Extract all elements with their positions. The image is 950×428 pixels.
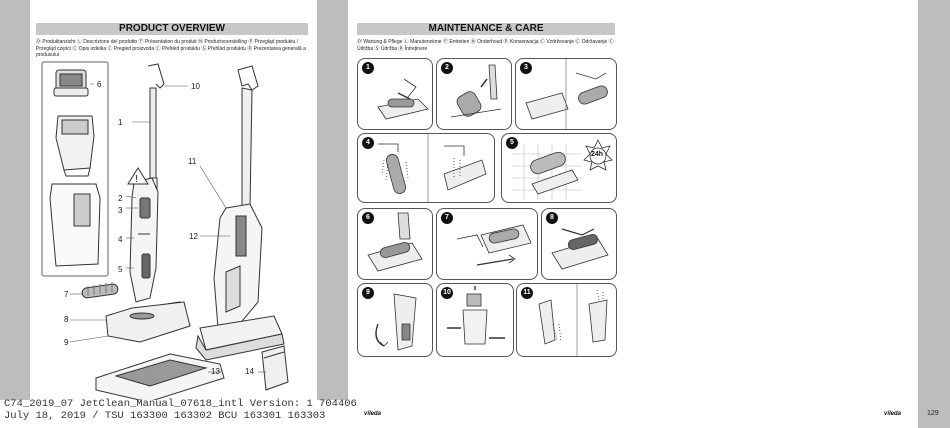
margin-left (0, 0, 30, 400)
step-10-panel: 10 (436, 283, 514, 357)
tank-body-part (49, 183, 101, 267)
margin-right (918, 0, 950, 428)
step-8-panel: 8 (541, 208, 617, 280)
step-3-panel: 3 (515, 58, 617, 130)
callout-6: 6 (97, 80, 102, 89)
print-footer: C74_2019_07 JetClean_Manual_07618_intl V… (4, 398, 357, 422)
page-number: 129 (927, 410, 939, 417)
brand-logo-right: vileda (884, 411, 902, 417)
step-number: 2 (441, 62, 453, 74)
callout-10: 10 (191, 82, 200, 91)
step-5-panel: 5 24h (501, 133, 617, 203)
step-2-panel: 2 (436, 58, 512, 130)
step-number: 3 (520, 62, 532, 74)
product-overview-title: PRODUCT OVERVIEW (36, 23, 308, 35)
callout-8: 8 (64, 315, 69, 324)
maintenance-care-languages: Ⓓ Wartung & Pflege Ⓛ Manutenzione Ⓕ Entr… (357, 39, 614, 52)
dirt-container-part (55, 115, 95, 177)
callout-7: 7 (64, 290, 69, 299)
warning-icon: ! (127, 167, 149, 185)
step-6-panel: 6 (357, 208, 433, 280)
margin-center (317, 0, 348, 400)
step-9-panel: 9 (357, 283, 433, 357)
maintenance-care-title: MAINTENANCE & CARE (357, 23, 615, 35)
footer-line-1: C74_2019_07 JetClean_Manual_07618_intl V… (4, 398, 357, 410)
footer-line-2: July 18, 2019 / TSU 163300 163302 BCU 16… (4, 410, 326, 422)
step-11-panel: 11 (516, 283, 617, 357)
step-number: 4 (362, 137, 374, 149)
step-number: 11 (521, 287, 533, 299)
roller-part (81, 282, 119, 299)
step-4-panel: 4 (357, 133, 495, 203)
filter-part (53, 69, 89, 97)
product-overview-languages: Ⓓ Produktansicht Ⓛ Descrizione del prodo… (36, 39, 306, 58)
callout-9: 9 (64, 338, 69, 347)
callout-5: 5 (118, 265, 123, 274)
callout-2: 2 (118, 194, 123, 203)
drying-time-badge: 24h (591, 151, 604, 158)
cleaning-solution-bottle (261, 345, 289, 391)
callout-3: 3 (118, 206, 123, 215)
callout-14: 14 (245, 367, 254, 376)
step-number: 5 (506, 137, 518, 149)
water-tank-frame (41, 61, 109, 277)
step-number: 6 (362, 212, 374, 224)
svg-text:!: ! (135, 174, 138, 185)
brand-logo-left: vileda (364, 411, 382, 417)
sun-badge-icon (583, 139, 613, 171)
parking-station (95, 353, 225, 400)
step-7-panel: 7 (436, 208, 538, 280)
callout-1: 1 (118, 118, 123, 127)
step-number: 8 (546, 212, 558, 224)
callout-13: 13 (211, 367, 220, 376)
step-number: 7 (441, 212, 453, 224)
callout-11: 11 (188, 157, 197, 166)
step-number: 1 (362, 62, 374, 74)
step-number: 10 (441, 287, 453, 299)
step-1-panel: 1 (357, 58, 433, 130)
step-number: 9 (362, 287, 374, 299)
callout-12: 12 (189, 232, 198, 241)
product-overview-illustration: ! (41, 61, 289, 400)
main-unit (105, 177, 191, 343)
callout-4: 4 (118, 235, 123, 244)
assembled-cleaner (195, 65, 285, 361)
